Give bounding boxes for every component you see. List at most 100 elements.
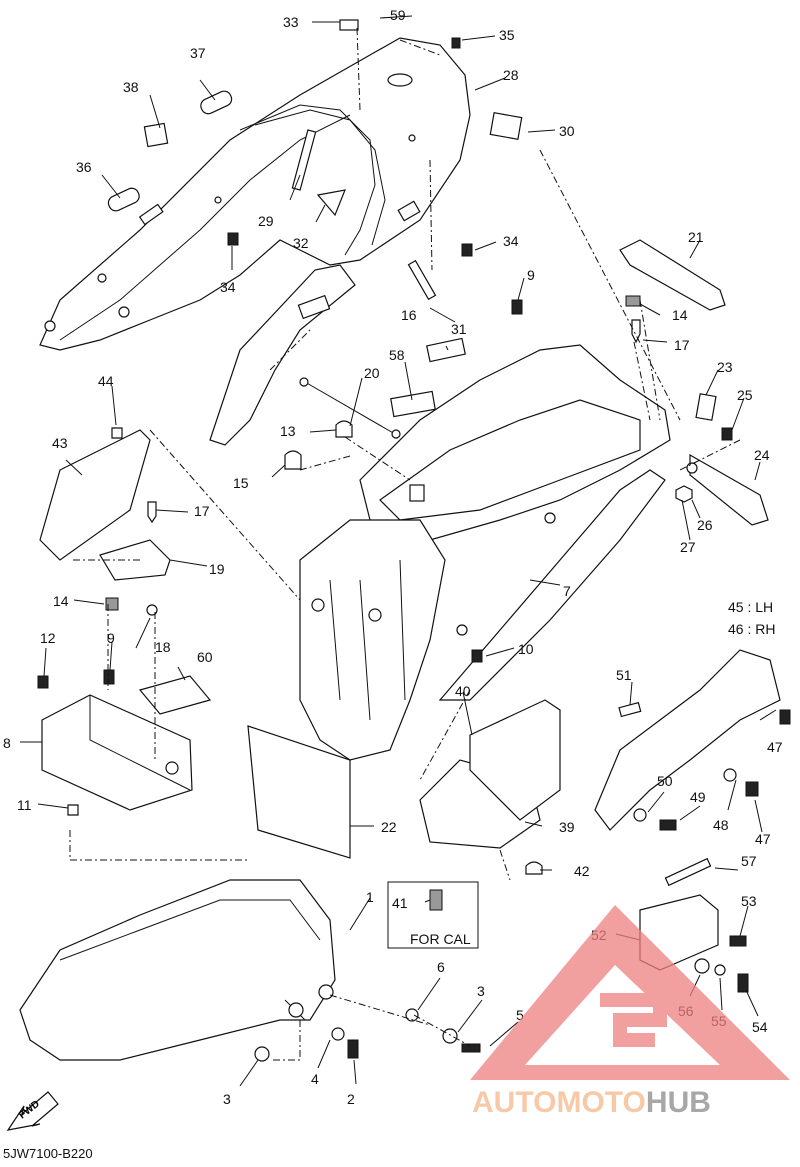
cover-43: [39, 429, 151, 561]
callout-c11: 11: [17, 797, 32, 813]
callout-c57: 57: [741, 853, 757, 869]
callout-c30: 30: [559, 123, 575, 139]
callout-c17a: 17: [674, 337, 690, 353]
leader-lines: [20, 15, 777, 1087]
callout-c26: 26: [697, 517, 713, 533]
callout-c54: 54: [752, 1019, 768, 1035]
callout-c34a: 34: [220, 279, 236, 295]
rivet-17a: [631, 319, 641, 344]
collar-3b: [254, 1046, 270, 1062]
damper-38: [143, 122, 169, 148]
callout-c47b: 47: [755, 831, 771, 847]
callout-c17b: 17: [194, 503, 210, 519]
fwd-arrow-icon: FWD: [6, 1091, 59, 1131]
pad-32: [316, 189, 346, 217]
callout-c44: 44: [98, 373, 114, 389]
cover-40: [469, 699, 561, 821]
callout-c7: 7: [563, 583, 571, 599]
callout-c39: 39: [559, 819, 575, 835]
bolt-25: [721, 427, 733, 441]
bolt-34b: [461, 243, 473, 257]
rivet-17b: [147, 501, 157, 524]
callout-c14b: 14: [53, 593, 69, 609]
bolt-53: [729, 935, 747, 947]
front-fender-1: [19, 879, 336, 1061]
strip-31: [407, 259, 437, 301]
callout-c46: 46 : RH: [728, 621, 775, 637]
callout-c19: 19: [209, 561, 225, 577]
holder-13: [335, 420, 353, 438]
bolt-54: [737, 973, 749, 993]
collar-3a: [442, 1028, 458, 1044]
callout-c32: 32: [293, 235, 309, 251]
rear-fender-main: [299, 344, 671, 761]
grommet-44: [111, 427, 123, 439]
automotohub-watermark: AUTOMOTOHUB: [470, 905, 790, 1119]
emblem-37: [200, 90, 233, 115]
callout-c41: 41: [392, 895, 408, 911]
callout-c13: 13: [280, 423, 296, 439]
callout-c31: 31: [451, 321, 467, 337]
callout-c34b: 34: [503, 233, 519, 249]
callout-c53: 53: [741, 893, 757, 909]
watermark-word-hub: HUB: [646, 1086, 711, 1119]
bolt-34a: [227, 232, 239, 246]
rod-20: [304, 381, 396, 435]
washer-48: [723, 768, 737, 782]
callout-c58: 58: [389, 347, 405, 363]
callout-c14a: 14: [672, 307, 688, 323]
triangle-logo-icon: [470, 905, 790, 1080]
side-panel-7: [209, 264, 666, 701]
callout-c48: 48: [713, 817, 729, 833]
grommet-35: [451, 37, 461, 49]
callout-c18: 18: [155, 639, 171, 655]
holder-15: [284, 450, 302, 470]
plate-22: [247, 725, 351, 859]
bolt-5: [461, 1043, 481, 1053]
callout-c33: 33: [283, 14, 299, 30]
callout-c40: 40: [455, 683, 471, 699]
bolt-9a: [511, 299, 523, 315]
damper-6: [405, 1008, 419, 1022]
damper-30: [489, 112, 523, 140]
callout-c10: 10: [518, 641, 534, 657]
callout-c20: 20: [364, 365, 380, 381]
strip-29: [291, 129, 317, 191]
callout-c5: 5: [516, 1007, 524, 1023]
washer-55: [714, 964, 726, 976]
callout-c51: 51: [616, 667, 632, 683]
grommet-11: [67, 804, 79, 816]
watermark-word-moto: MOTO: [556, 1086, 645, 1119]
callout-c9a: 9: [527, 267, 535, 283]
pad-60: [138, 675, 212, 715]
bracket-24: [689, 453, 769, 526]
collar-56: [694, 958, 710, 974]
callout-c37: 37: [190, 45, 206, 61]
callout-c50: 50: [657, 773, 673, 789]
emblem-36: [107, 187, 140, 212]
g-mark-icon: [600, 993, 667, 1047]
callout-c35: 35: [499, 27, 515, 43]
callout-c59: 59: [390, 7, 406, 23]
callout-c2: 2: [347, 1091, 355, 1107]
plate-51: [618, 701, 642, 718]
callout-c1: 1: [366, 889, 374, 905]
clip-14a: [625, 295, 641, 307]
battery-box-8: [41, 694, 193, 811]
callout-c8: 8: [3, 735, 11, 751]
callout-c29: 29: [258, 213, 274, 229]
nut-27: [675, 485, 693, 503]
callout-c45: 45 : LH: [728, 599, 773, 615]
damper-23: [695, 393, 717, 421]
callout-c4: 4: [311, 1071, 319, 1087]
bolt-47a: [779, 709, 791, 725]
strip-57: [664, 857, 712, 887]
callout-c42: 42: [574, 863, 590, 879]
pad-33: [339, 19, 359, 31]
callout-c3a: 3: [477, 983, 485, 999]
callout-c27: 27: [680, 539, 696, 555]
bracket-21: [619, 239, 726, 311]
